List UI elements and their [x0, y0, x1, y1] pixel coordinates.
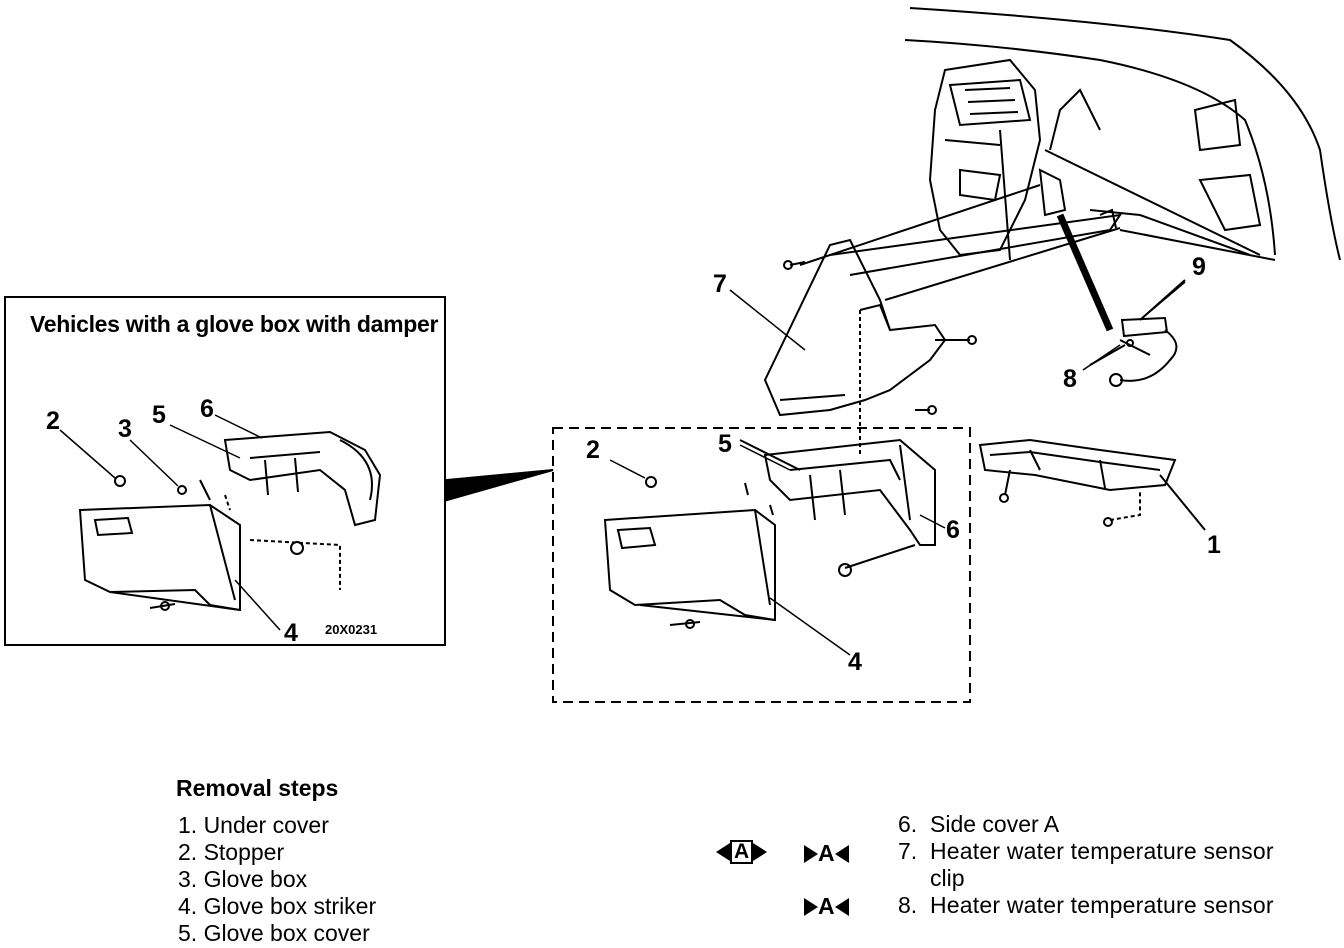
under-cover	[978, 438, 1177, 492]
arrow-right-icon	[804, 844, 818, 863]
step-5: 5. Glove box cover	[178, 920, 370, 946]
marker-removal-a: A	[716, 840, 768, 864]
step-4: 4. Glove box striker	[178, 893, 377, 919]
callout-6: 6	[946, 516, 960, 544]
marker-boxed-letter: A	[730, 840, 754, 864]
side-cover-a	[763, 238, 947, 417]
step-6-text: Side cover A	[930, 811, 1060, 837]
inset-callout-4: 4	[284, 619, 298, 647]
callout-8: 8	[1063, 365, 1077, 393]
arrow-left-icon	[834, 844, 849, 863]
inset-callout-2: 2	[46, 407, 60, 435]
marker-letter: A	[818, 840, 835, 866]
step-8-num: 8.	[898, 892, 918, 918]
inset-title: Vehicles with a glove box with damper	[30, 311, 439, 337]
inset-figure-code: 20X0231	[325, 622, 377, 637]
step-3: 3. Glove box	[178, 866, 308, 892]
arrow-left-icon	[716, 843, 730, 861]
callout-5: 5	[718, 430, 732, 458]
marker-letter: A	[818, 893, 835, 919]
inset-callout-3: 3	[118, 415, 132, 443]
marker-install-a-step7: A	[804, 840, 849, 867]
step-7-text-cont: clip	[930, 865, 965, 891]
step-7-text: Heater water temperature sensor	[930, 838, 1274, 864]
main-detail-frame	[552, 427, 971, 703]
glove-box-main	[603, 508, 776, 622]
glove-box-cover-main	[763, 438, 936, 546]
removal-steps-heading: Removal steps	[176, 775, 339, 801]
step-7-num: 7.	[898, 838, 918, 864]
step-8-text: Heater water temperature sensor	[930, 892, 1274, 918]
inset-callout-5: 5	[152, 401, 166, 429]
marker-install-a-step8: A	[804, 893, 849, 920]
step-1: 1. Under cover	[178, 812, 329, 838]
glove-box-inset	[78, 503, 241, 612]
callout-2: 2	[586, 436, 600, 464]
inset-callout-6: 6	[200, 395, 214, 423]
callout-1: 1	[1207, 531, 1221, 559]
dashboard-outline	[904, 7, 1341, 261]
arrow-right-icon	[753, 843, 768, 861]
inset-frame	[4, 296, 446, 646]
glove-box-cover-inset	[223, 430, 382, 527]
arrow-left-icon	[834, 897, 849, 916]
step-2: 2. Stopper	[178, 839, 285, 865]
callout-4: 4	[848, 648, 862, 676]
inset-pointer	[446, 469, 554, 502]
heater-unit	[928, 58, 1067, 261]
callout-9: 9	[1192, 253, 1206, 281]
arrow-right-icon	[804, 897, 818, 916]
callout-7: 7	[713, 270, 727, 298]
step-6-num: 6.	[898, 811, 918, 837]
heater-water-temperature-sensor	[1109, 316, 1178, 387]
